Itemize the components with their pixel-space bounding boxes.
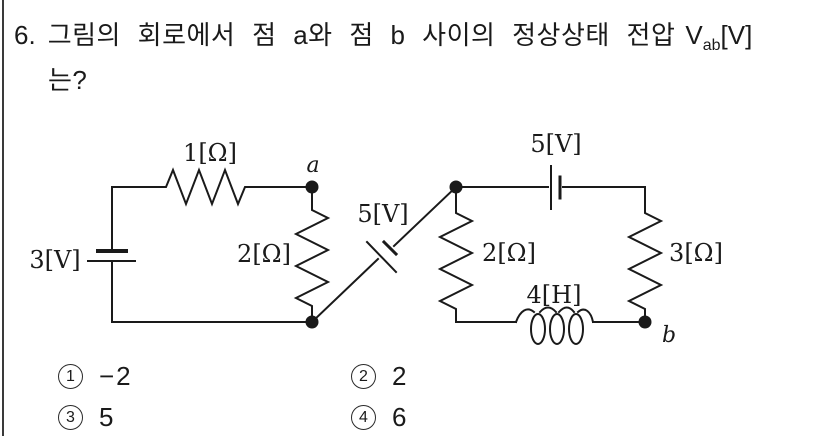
label-resistor-2ohm-right: 2[Ω] — [482, 239, 536, 267]
left-loop-wires — [111, 167, 331, 323]
vab-letter: V — [685, 20, 703, 50]
label-node-b: b — [662, 323, 676, 348]
vab-unit: [V] — [720, 20, 753, 50]
label-battery-3v: 3[V] — [29, 246, 80, 274]
label-resistor-3ohm: 3[Ω] — [669, 239, 723, 267]
right-loop-wires — [437, 186, 664, 323]
diagonal-wire — [310, 185, 458, 324]
diag-battery-plate-short — [381, 239, 399, 257]
option-4-circle: 4 — [351, 405, 376, 430]
question-line1: 6. 그림의 회로에서 점 a와 점 b 사이의 정상상태 전압 Vab[V] — [14, 18, 820, 63]
label-resistor-2ohm-left: 2[Ω] — [237, 240, 291, 268]
node-a-dot — [305, 180, 319, 194]
option-2-value: 2 — [392, 361, 409, 391]
node-left-bottom-dot — [305, 315, 319, 329]
option-3-circle: 3 — [58, 405, 83, 430]
option-2: 2 2 — [351, 361, 408, 392]
vab-symbol: Vab[V] — [685, 18, 752, 63]
question-block: 6. 그림의 회로에서 점 a와 점 b 사이의 정상상태 전압 Vab[V] … — [14, 18, 820, 97]
label-battery-5v-top: 5[V] — [530, 130, 581, 158]
question-text: 그림의 회로에서 점 a와 점 b 사이의 정상상태 전압 — [47, 20, 676, 50]
option-1-circle: 1 — [58, 364, 83, 389]
option-1-value: −2 — [99, 361, 133, 391]
question-line2: 는? — [48, 65, 88, 96]
option-2-circle: 2 — [351, 364, 376, 389]
node-b-dot — [638, 315, 652, 329]
label-resistor-1ohm: 1[Ω] — [183, 139, 237, 167]
label-battery-5v-diagonal: 5[V] — [357, 200, 408, 228]
option-1: 1 −2 — [58, 361, 133, 392]
question-number: 6. — [14, 20, 36, 50]
option-3: 3 5 — [58, 402, 115, 433]
page-left-border — [2, 0, 4, 436]
label-node-a: a — [306, 153, 319, 178]
option-4-value: 6 — [392, 402, 409, 432]
vab-subscript: ab — [702, 37, 721, 55]
inductor-coil — [514, 306, 595, 345]
label-inductor-4h: 4[H] — [527, 281, 582, 309]
option-4: 4 6 — [351, 402, 408, 433]
diag-battery-plate-long — [365, 240, 398, 274]
option-3-value: 5 — [99, 402, 116, 432]
node-right-top-dot — [449, 180, 463, 194]
